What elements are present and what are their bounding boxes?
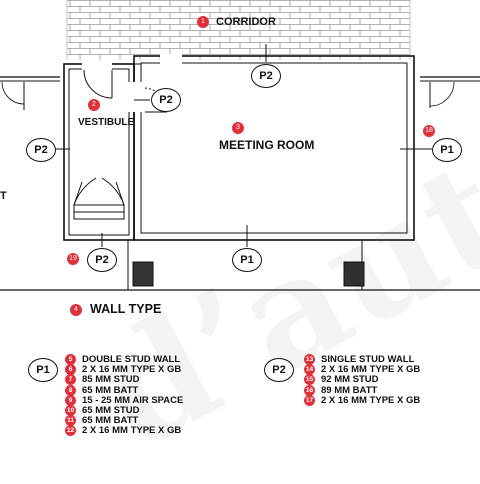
legend-row: 7 85 MM STUD <box>65 374 140 385</box>
legend-row: 11 65 MM BATT <box>65 415 138 426</box>
legend-row-text: 2 X 16 MM TYPE X GB <box>321 364 421 376</box>
legend-row-marker: 7 <box>65 374 76 386</box>
legend-row-text: 85 MM STUD <box>82 374 140 386</box>
legend-row-text: 2 X 16 MM TYPE X GB <box>82 425 182 437</box>
left-edge-text: T <box>0 190 7 202</box>
legend-row-marker: 5 <box>65 354 76 365</box>
legend-row-marker: 17 <box>304 394 315 406</box>
legend-row-marker: 6 <box>65 364 76 376</box>
legend-row-text: 89 MM BATT <box>321 384 378 396</box>
legend-row-text: 2 X 16 MM TYPE X GB <box>82 364 182 376</box>
meeting-room-marker: 3 <box>232 122 244 134</box>
legend-row-marker: 9 <box>65 394 76 406</box>
legend-row-text: 2 X 16 MM TYPE X GB <box>321 394 421 406</box>
vestibule-marker: 2 <box>88 99 100 111</box>
corridor-paving <box>67 0 410 60</box>
legend-row: 9 15 - 25 MM AIR SPACE <box>65 394 184 406</box>
legend-row: 6 2 X 16 MM TYPE X GB <box>65 364 181 375</box>
legend-row-marker: 13 <box>304 354 315 365</box>
legend-row-marker: 10 <box>65 405 76 416</box>
legend-row-text: DOUBLE STUD WALL <box>82 354 181 366</box>
vestibule-label: VESTIBULE <box>78 117 135 128</box>
legend-row: 15 92 MM STUD <box>304 374 379 385</box>
legend-row: 13 SINGLE STUD WALL <box>304 354 414 365</box>
legend-row: 5 DOUBLE STUD WALL <box>65 354 180 365</box>
wall-tag-right: P1 <box>432 138 462 162</box>
legend-row: 10 65 MM STUD <box>65 405 140 416</box>
wall-tag-bottom: P1 <box>232 248 262 272</box>
legend-row-marker: 12 <box>65 425 76 437</box>
columns <box>127 240 365 290</box>
legend-row: 14 2 X 16 MM TYPE X GB <box>304 364 420 375</box>
wall-tag-vestibule-right: P2 <box>151 88 181 112</box>
corridor-label: CORRIDOR <box>216 16 276 28</box>
legend-p1-tag: P1 <box>28 358 58 382</box>
meeting-room-label: MEETING ROOM <box>219 138 315 152</box>
legend-p2-tag: P2 <box>264 358 294 382</box>
corridor-marker: 1 <box>197 16 209 28</box>
adjacent-walls <box>0 76 480 110</box>
vestibule-wall-marker: 19 <box>67 253 79 265</box>
legend-row: 8 65 MM BATT <box>65 384 139 396</box>
right-wall-marker: 18 <box>423 125 435 137</box>
legend-row-text: SINGLE STUD WALL <box>321 354 415 366</box>
wall-type-label: WALL TYPE <box>90 302 162 316</box>
legend-row-marker: 11 <box>65 415 76 427</box>
wall-tag-left: P2 <box>26 138 56 162</box>
legend-row: 16 89 MM BATT <box>304 384 378 396</box>
legend-row-marker: 16 <box>304 384 315 396</box>
legend-row-text: 15 - 25 MM AIR SPACE <box>82 394 184 406</box>
legend-row-text: 92 MM STUD <box>321 374 379 386</box>
wall-tag-vestibule-bottom: P2 <box>87 248 117 272</box>
legend-row-marker: 15 <box>304 374 315 386</box>
legend-row: 17 2 X 16 MM TYPE X GB <box>304 394 421 406</box>
legend-row-text: 65 MM BATT <box>82 384 139 396</box>
legend-row: 12 2 X 16 MM TYPE X GB <box>65 425 181 436</box>
legend-row-marker: 8 <box>65 384 76 396</box>
door-swings <box>73 69 168 220</box>
legend-row-marker: 14 <box>304 364 315 376</box>
tag-leaders <box>55 44 432 247</box>
wall-type-marker: 4 <box>70 304 82 316</box>
wall-tag-top: P2 <box>251 64 281 88</box>
legend-row-text: 65 MM BATT <box>82 415 139 427</box>
walls <box>63 55 415 241</box>
floor-plan <box>0 0 480 291</box>
legend-row-text: 65 MM STUD <box>82 405 140 417</box>
